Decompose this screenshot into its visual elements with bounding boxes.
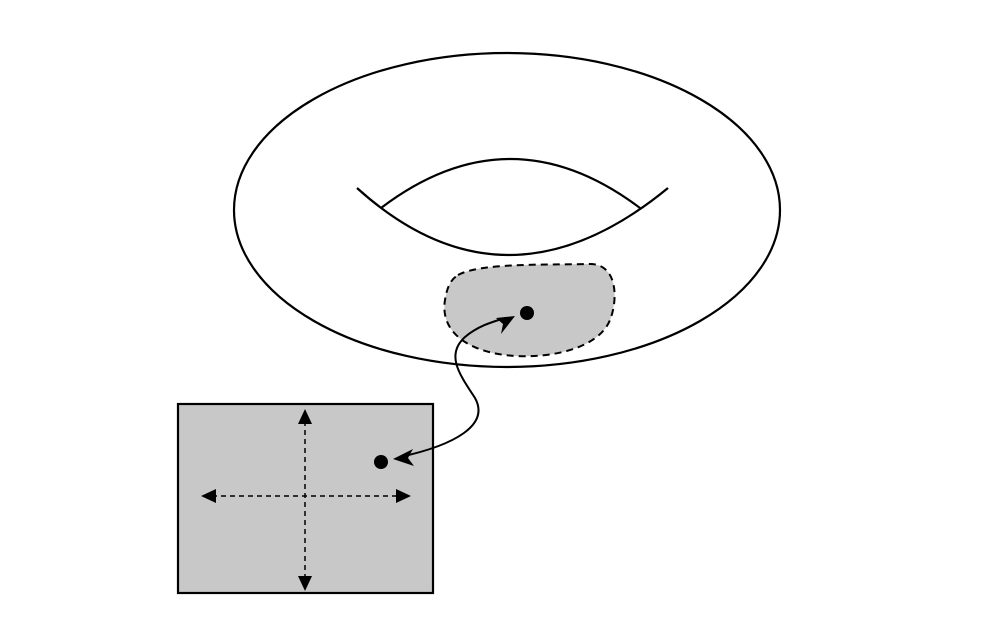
surface-point <box>520 306 534 320</box>
chart-point <box>374 455 388 469</box>
